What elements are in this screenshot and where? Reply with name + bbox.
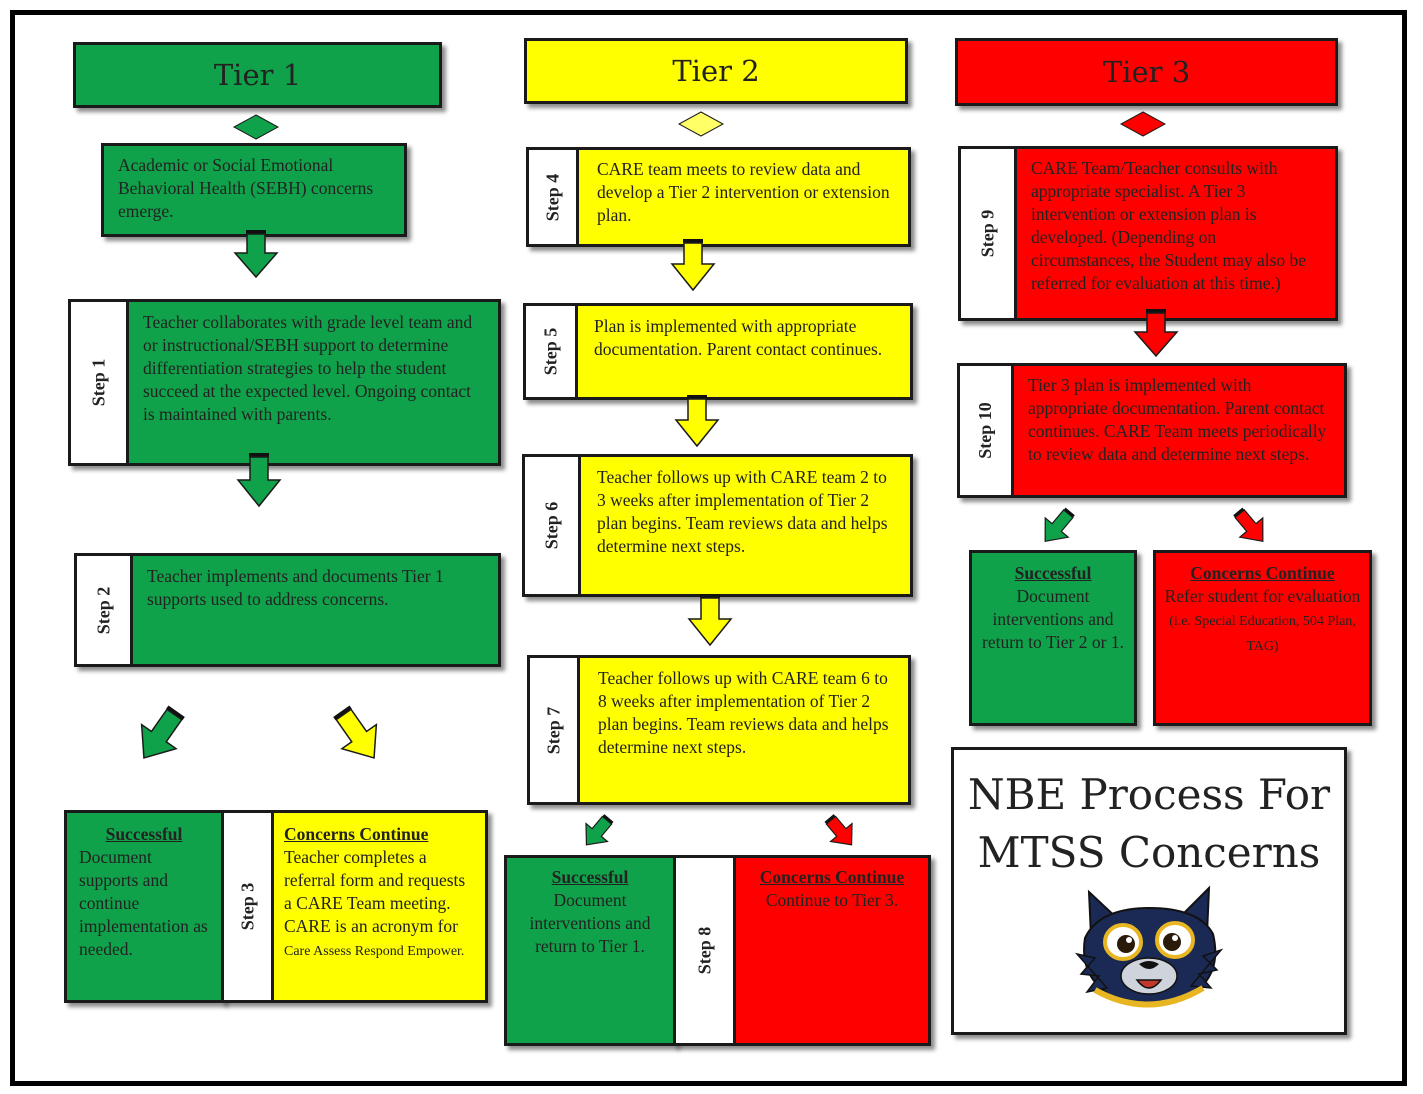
- step8-label-cell: Step 8: [676, 858, 736, 1043]
- tier3-title: Tier 3: [1102, 54, 1191, 89]
- page-frame: [10, 10, 1407, 1086]
- arrow-down-icon: [236, 453, 282, 508]
- title-box: NBE Process For MTSS Concerns: [951, 747, 1347, 1035]
- step2-box: Step 2 Teacher implements and documents …: [74, 553, 501, 667]
- tier3-concerns-small-text: (i.e. Special Education, 504 Plan, TAG): [1169, 614, 1356, 654]
- tier1-title: Tier 1: [213, 57, 302, 92]
- step6-text: Teacher follows up with CARE team 2 to 3…: [597, 467, 888, 556]
- arrow-down-right-icon: [333, 705, 378, 759]
- arrow-down-right-icon: [1233, 507, 1264, 543]
- tier2-successful-text: Document interventions and return to Tie…: [529, 890, 651, 956]
- step8-text: Continue to Tier 3.: [765, 890, 899, 910]
- step4-text: CARE team meets to review data and devel…: [597, 159, 890, 225]
- step8-box: Step 8 Concerns Continue Continue to Tie…: [673, 855, 931, 1046]
- tier3-header: Tier 3: [955, 38, 1338, 106]
- tier1-intro-text: Academic or Social Emotional Behavioral …: [118, 155, 374, 221]
- tier2-header: Tier 2: [524, 38, 908, 104]
- step7-label: Step 7: [543, 706, 564, 754]
- step6-box: Step 6 Teacher follows up with CARE team…: [522, 454, 913, 597]
- step6-label-cell: Step 6: [525, 457, 581, 594]
- step8-heading: Concerns Continue: [759, 867, 905, 887]
- tier2-successful-box: Successful Document interventions and re…: [504, 855, 676, 1046]
- cat-mascot-icon: [1074, 885, 1224, 1008]
- step5-label: Step 5: [539, 327, 560, 376]
- title-line2: MTSS Concerns: [977, 828, 1321, 877]
- step4-label: Step 4: [542, 173, 563, 221]
- step7-label-cell: Step 7: [530, 658, 580, 802]
- step9-label: Step 9: [976, 209, 997, 258]
- step7-text: Teacher follows up with CARE team 6 to 8…: [598, 668, 889, 757]
- step3-text: Teacher completes a referral form and re…: [284, 847, 466, 936]
- step3-small-text: Care Assess Respond Empower.: [284, 944, 465, 959]
- step6-label: Step 6: [540, 501, 561, 550]
- tier1-intro-box: Academic or Social Emotional Behavioral …: [101, 143, 407, 237]
- step3-box: Step 3 Concerns Continue Teacher complet…: [221, 810, 488, 1003]
- step3-label: Step 3: [237, 882, 258, 931]
- step3-heading: Concerns Continue: [284, 824, 429, 844]
- tier3-concerns-text: Refer student for evaluation: [1164, 586, 1361, 606]
- step1-label-cell: Step 1: [71, 302, 129, 463]
- step10-box: Step 10 Tier 3 plan is implemented with …: [957, 363, 1347, 498]
- step2-label: Step 2: [92, 586, 113, 634]
- step10-label-cell: Step 10: [960, 366, 1014, 495]
- arrow-down-left-icon: [1044, 507, 1075, 543]
- step4-box: Step 4 CARE team meets to review data an…: [526, 147, 911, 247]
- tier2-diamond-icon: [677, 111, 725, 137]
- tier3-diamond-icon: [1119, 111, 1167, 137]
- tier2-title: Tier 2: [672, 53, 760, 88]
- step1-text: Teacher collaborates with grade level te…: [143, 312, 473, 424]
- arrow-down-right-icon: [824, 814, 853, 846]
- step8-label: Step 8: [693, 926, 714, 975]
- arrow-down-left-icon: [585, 814, 614, 846]
- step5-text: Plan is implemented with appropriate doc…: [594, 316, 883, 359]
- step5-box: Step 5 Plan is implemented with appropri…: [523, 303, 913, 400]
- arrow-down-icon: [674, 395, 720, 448]
- arrow-down-icon: [687, 594, 733, 647]
- arrow-down-left-icon: [140, 705, 185, 759]
- tier1-successful-heading: Successful: [105, 824, 183, 844]
- step5-label-cell: Step 5: [526, 306, 578, 397]
- step3-label-cell: Step 3: [224, 813, 274, 1000]
- tier3-successful-heading: Successful: [1014, 563, 1092, 583]
- step7-box: Step 7 Teacher follows up with CARE team…: [527, 655, 911, 805]
- step1-box: Step 1 Teacher collaborates with grade l…: [68, 299, 501, 466]
- tier1-successful-box: Successful Document supports and continu…: [64, 810, 224, 1003]
- step9-label-cell: Step 9: [961, 149, 1017, 318]
- step9-text: CARE Team/Teacher consults with appropri…: [1031, 158, 1307, 293]
- step10-label: Step 10: [975, 402, 996, 459]
- step9-box: Step 9 CARE Team/Teacher consults with a…: [958, 146, 1338, 321]
- step1-label: Step 1: [87, 358, 108, 407]
- tier2-successful-heading: Successful: [551, 867, 629, 887]
- tier3-concerns-heading: Concerns Continue: [1190, 563, 1335, 583]
- step2-label-cell: Step 2: [77, 556, 133, 664]
- tier1-header: Tier 1: [73, 42, 442, 108]
- arrow-down-icon: [1133, 309, 1179, 358]
- step4-label-cell: Step 4: [529, 150, 579, 244]
- tier1-successful-text: Document supports and continue implement…: [79, 847, 208, 959]
- tier3-successful-text: Document interventions and return to Tie…: [982, 586, 1124, 652]
- tier3-successful-box: Successful Document interventions and re…: [969, 550, 1137, 726]
- arrow-down-icon: [233, 230, 279, 279]
- arrow-down-icon: [670, 239, 716, 292]
- step10-text: Tier 3 plan is implemented with appropri…: [1028, 375, 1327, 464]
- tier1-diamond-icon: [232, 114, 280, 140]
- tier3-concerns-box: Concerns Continue Refer student for eval…: [1153, 550, 1372, 726]
- title-line1: NBE Process For: [967, 770, 1331, 819]
- step2-text: Teacher implements and documents Tier 1 …: [147, 566, 444, 609]
